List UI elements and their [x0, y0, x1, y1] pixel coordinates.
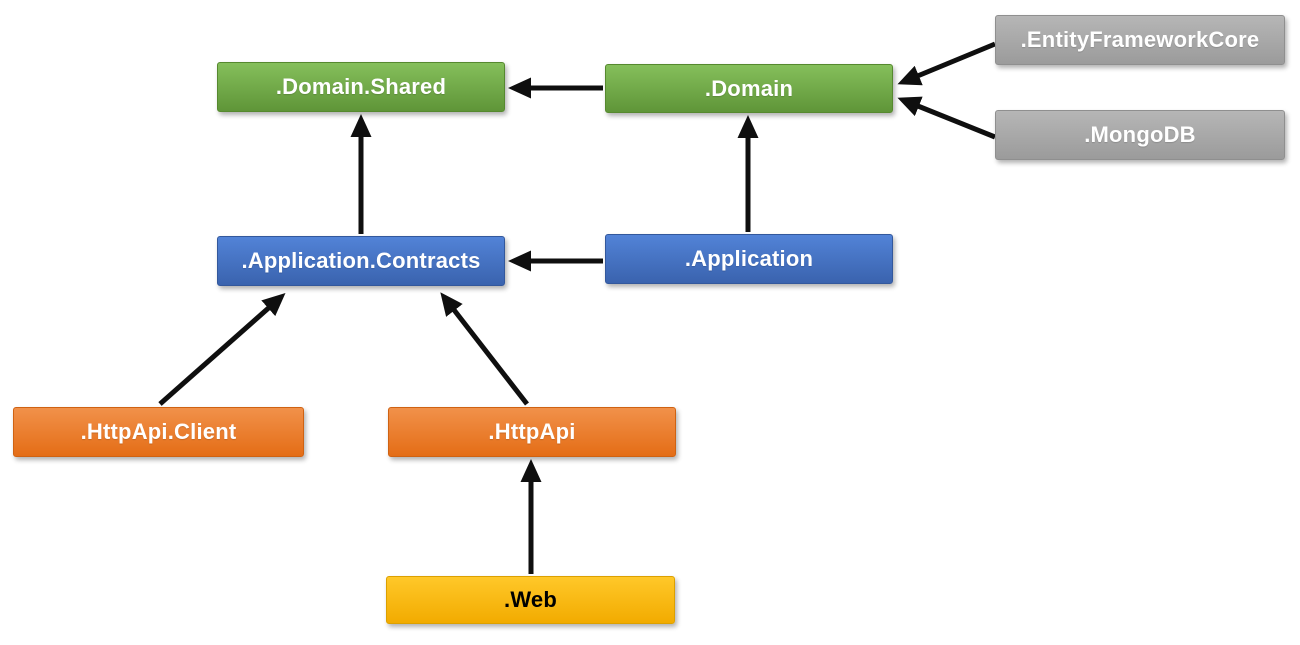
node-httpapi-label: .HttpApi	[488, 419, 576, 444]
node-application-contracts: .Application.Contracts	[217, 236, 505, 286]
node-domain-shared-label: .Domain.Shared	[275, 74, 447, 99]
node-mongodb-label: .MongoDB	[1084, 122, 1196, 147]
node-web-label: .Web	[504, 587, 557, 612]
node-httpapi-client: .HttpApi.Client	[13, 407, 304, 457]
node-web: .Web	[386, 576, 675, 624]
node-httpapi: .HttpApi	[388, 407, 676, 457]
node-domain-shared: .Domain.Shared	[217, 62, 505, 112]
node-entity-framework-core-label: .EntityFrameworkCore	[1020, 27, 1260, 52]
edge-mongodb-to-domain	[897, 96, 996, 140]
node-application-label: .Application	[684, 246, 814, 271]
edge-httpapi-to-application-contracts	[440, 292, 529, 406]
node-domain: .Domain	[605, 64, 893, 113]
edge-httpapi-client-to-application-contracts	[158, 293, 286, 406]
node-application: .Application	[605, 234, 893, 284]
node-mongodb: .MongoDB	[995, 110, 1285, 160]
node-application-contracts-label: .Application.Contracts	[241, 248, 481, 273]
node-httpapi-client-label: .HttpApi.Client	[80, 419, 237, 444]
node-entity-framework-core: .EntityFrameworkCore	[995, 15, 1285, 65]
node-domain-label: .Domain	[704, 75, 794, 101]
edge-entity-framework-core-to-domain	[897, 41, 996, 86]
